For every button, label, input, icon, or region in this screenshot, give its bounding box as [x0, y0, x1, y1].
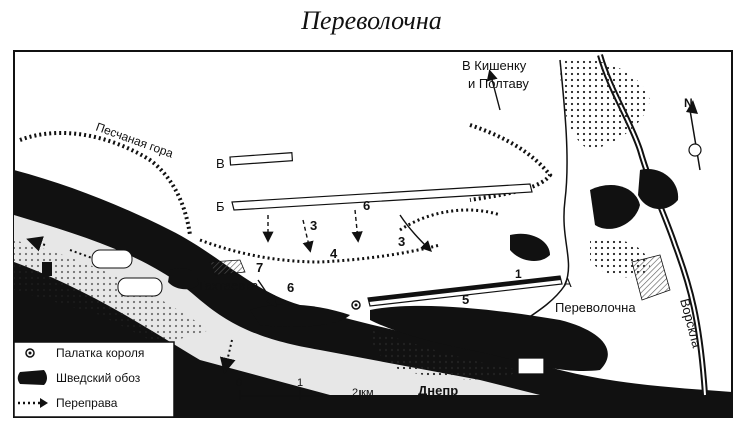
lake-west: [250, 304, 350, 327]
arrow-4: [399, 214, 432, 252]
island-1: [91, 249, 133, 269]
num-4: 4: [330, 246, 338, 261]
compass-arrow-icon: [686, 100, 698, 114]
num-1: 1: [515, 267, 522, 281]
label-perevolochna: Переволочна: [555, 300, 636, 315]
line-a-fill: [368, 276, 561, 302]
arrow-5: [257, 279, 277, 308]
boat-marker: [42, 262, 52, 276]
label-takhtaevka: Тахтаевка: [197, 278, 259, 293]
ridge-middle: [199, 238, 441, 264]
grove: [510, 233, 550, 262]
arrow-2: [302, 219, 314, 253]
num-6b: 6: [287, 280, 294, 295]
sand-shoals: [14, 240, 210, 345]
sand-hill-ridge: [19, 130, 192, 236]
label-direction-2: и Полтаву: [468, 76, 529, 91]
ridge-north: [469, 123, 553, 202]
legend-convoy-label: Шведский обоз: [56, 371, 141, 385]
scale-0: 0: [236, 377, 242, 389]
arrow-north: [486, 69, 501, 111]
line-label-b: Б: [216, 199, 225, 214]
legend-crossing-arrow-icon: [40, 398, 48, 408]
arrow-3: [351, 209, 363, 243]
crossing-path-1: [69, 249, 93, 259]
north-label: N: [684, 96, 693, 110]
ridge-east: [399, 208, 501, 232]
crossing-arrow-south: [219, 339, 236, 374]
pond: [168, 268, 199, 290]
line-label-v: В: [216, 156, 225, 171]
line-v: [229, 152, 294, 166]
legend-crossing-label: Переправа: [56, 396, 118, 410]
compass-icon: [688, 143, 702, 157]
num-3b: 3: [398, 234, 405, 249]
lake-east: [370, 305, 608, 371]
scale-1: 1: [297, 377, 303, 389]
settlement-takhtaevka: [209, 259, 246, 276]
island-2: [117, 277, 163, 297]
num-3a: 3: [310, 218, 317, 233]
legend-tent-label: Палатка короля: [56, 346, 144, 360]
forest-north: [560, 59, 650, 150]
line-b: [231, 183, 533, 211]
forest-vorskla-1: [590, 185, 640, 229]
num-7: 7: [256, 260, 263, 275]
king-tent-marker-dot: [354, 303, 358, 307]
settlement-perevolochna: [631, 254, 671, 301]
label-direction-1: В Кишенку: [462, 58, 527, 73]
building: [517, 357, 545, 375]
compass-needle: [689, 109, 701, 171]
legend-convoy-icon: [17, 370, 47, 385]
num-5: 5: [462, 292, 469, 307]
legend: Палатка короля Шведский обоз Переправа: [13, 341, 175, 418]
line-label-a: А: [563, 275, 572, 290]
dnepr-lower-band: [230, 395, 732, 417]
label-dnepr: Днепр: [418, 383, 458, 398]
stream: [524, 59, 570, 321]
scale-bar: 0 1 2 км: [236, 377, 374, 400]
map-title: Переволочна: [301, 6, 442, 35]
label-sand-hill: Песчаная гора: [94, 120, 176, 161]
label-vorskla: Ворскла: [677, 297, 705, 350]
marsh-south: [370, 330, 520, 380]
forest-vorskla-2: [638, 169, 679, 210]
num-6a: 6: [363, 198, 370, 213]
scale-2: 2 км: [352, 387, 374, 399]
